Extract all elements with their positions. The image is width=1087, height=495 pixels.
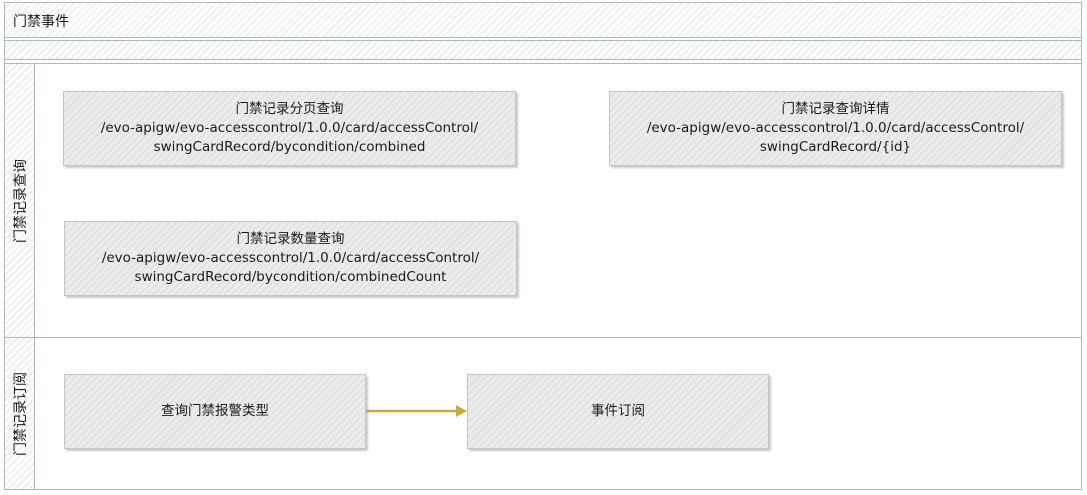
diagram-title: 门禁事件 [13, 14, 69, 30]
lane-label-record-query: 门禁记录查询 [12, 158, 29, 243]
box-count-query-path-2: swingCardRecord/bycondition/combinedCoun… [134, 269, 447, 285]
box-paged-query-path-2: swingCardRecord/bycondition/combined [153, 139, 426, 155]
lane-record-subscribe: 门禁记录订阅 [5, 337, 1081, 489]
box-count-query-path-1: /evo-apigw/evo-accesscontrol/1.0.0/card/… [101, 250, 480, 266]
lane-header-record-query: 门禁记录查询 [5, 64, 35, 337]
header-sub-band [5, 40, 1081, 60]
box-event-subscribe-title: 事件订阅 [591, 403, 645, 419]
box-alarm-type-query-title: 查询门禁报警类型 [161, 403, 269, 419]
box-paged-query-path-1: /evo-apigw/evo-accesscontrol/1.0.0/card/… [100, 120, 479, 136]
box-paged-query-title: 门禁记录分页查询 [235, 101, 344, 117]
lane-label-record-subscribe: 门禁记录订阅 [12, 371, 29, 456]
box-alarm-type-query[interactable]: 查询门禁报警类型 [64, 374, 366, 449]
box-count-query[interactable]: 门禁记录数量查询 /evo-apigw/evo-accesscontrol/1.… [64, 221, 517, 296]
box-count-query-title: 门禁记录数量查询 [236, 231, 345, 247]
box-event-subscribe[interactable]: 事件订阅 [467, 374, 769, 449]
lane-header-record-subscribe: 门禁记录订阅 [5, 338, 35, 489]
lane-record-query: 门禁记录查询 [5, 63, 1081, 337]
box-detail-query[interactable]: 门禁记录查询详情 /evo-apigw/evo-accesscontrol/1.… [609, 91, 1062, 166]
box-detail-query-title: 门禁记录查询详情 [781, 101, 890, 117]
box-paged-query[interactable]: 门禁记录分页查询 /evo-apigw/evo-accesscontrol/1.… [63, 91, 516, 166]
diagram-title-band: 门禁事件 [5, 3, 1081, 38]
box-detail-query-path-1: /evo-apigw/evo-accesscontrol/1.0.0/card/… [646, 120, 1025, 136]
box-detail-query-path-2: swingCardRecord/{id} [759, 139, 912, 155]
